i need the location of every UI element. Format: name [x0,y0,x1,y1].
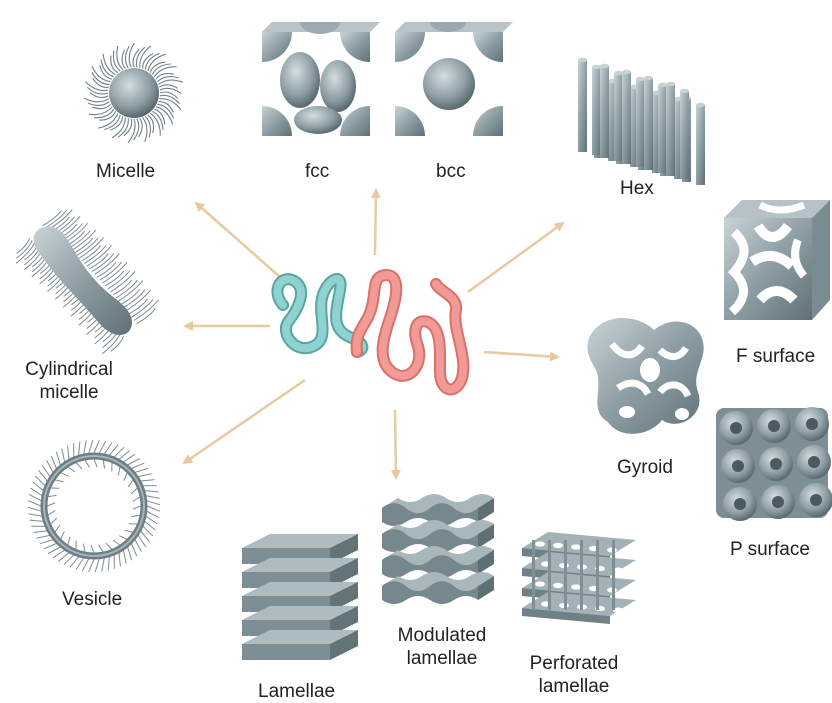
modulated-lamellae-label: Modulated lamellae [392,624,492,670]
lamellae-icon [242,534,358,660]
block-copolymer-icon [277,275,463,389]
perforated-lamellae-label-line2: lamellae [526,675,622,698]
hex-cylinders-icon [578,58,705,185]
arrow-to-lamellae [395,410,396,478]
bcc-lattice-icon [395,22,513,136]
arrow-to-fcc-bcc [375,190,376,255]
cylindrical-micelle-icon [16,210,158,354]
bcc-label: bcc [436,160,466,183]
p-surface-label: P surface [730,538,810,561]
vesicle-label: Vesicle [62,588,122,611]
cylindrical-micelle-label-line2: micelle [17,381,121,404]
fcc-label: fcc [305,160,329,183]
arrow-to-gyroid [484,352,558,357]
p-surface-icon [716,407,832,521]
micelle-label: Micelle [96,160,155,183]
lamellae-label: Lamellae [258,680,335,703]
f-surface-icon [724,200,830,320]
arrow-to-vesicle [184,380,305,463]
hex-label: Hex [620,177,654,200]
perforated-lamellae-label-line1: Perforated [526,652,622,675]
cylindrical-micelle-label-line1: Cylindrical [17,358,121,381]
f-surface-label: F surface [736,345,815,368]
arrows [184,190,563,478]
arrow-to-micelle [196,203,280,277]
gyroid-label: Gyroid [617,456,673,479]
fcc-lattice-icon [262,22,380,136]
perforated-lamellae-label: Perforated lamellae [526,652,622,698]
modulated-lamellae-icon [382,494,494,604]
vesicle-icon [28,440,160,572]
perforated-lamellae-icon [522,532,636,624]
gyroid-icon [587,318,703,434]
modulated-lamellae-label-line2: lamellae [392,647,492,670]
modulated-lamellae-label-line1: Modulated [392,624,492,647]
cylindrical-micelle-label: Cylindrical micelle [17,358,121,404]
arrow-to-hex [468,223,563,292]
micelle-icon [84,43,183,143]
